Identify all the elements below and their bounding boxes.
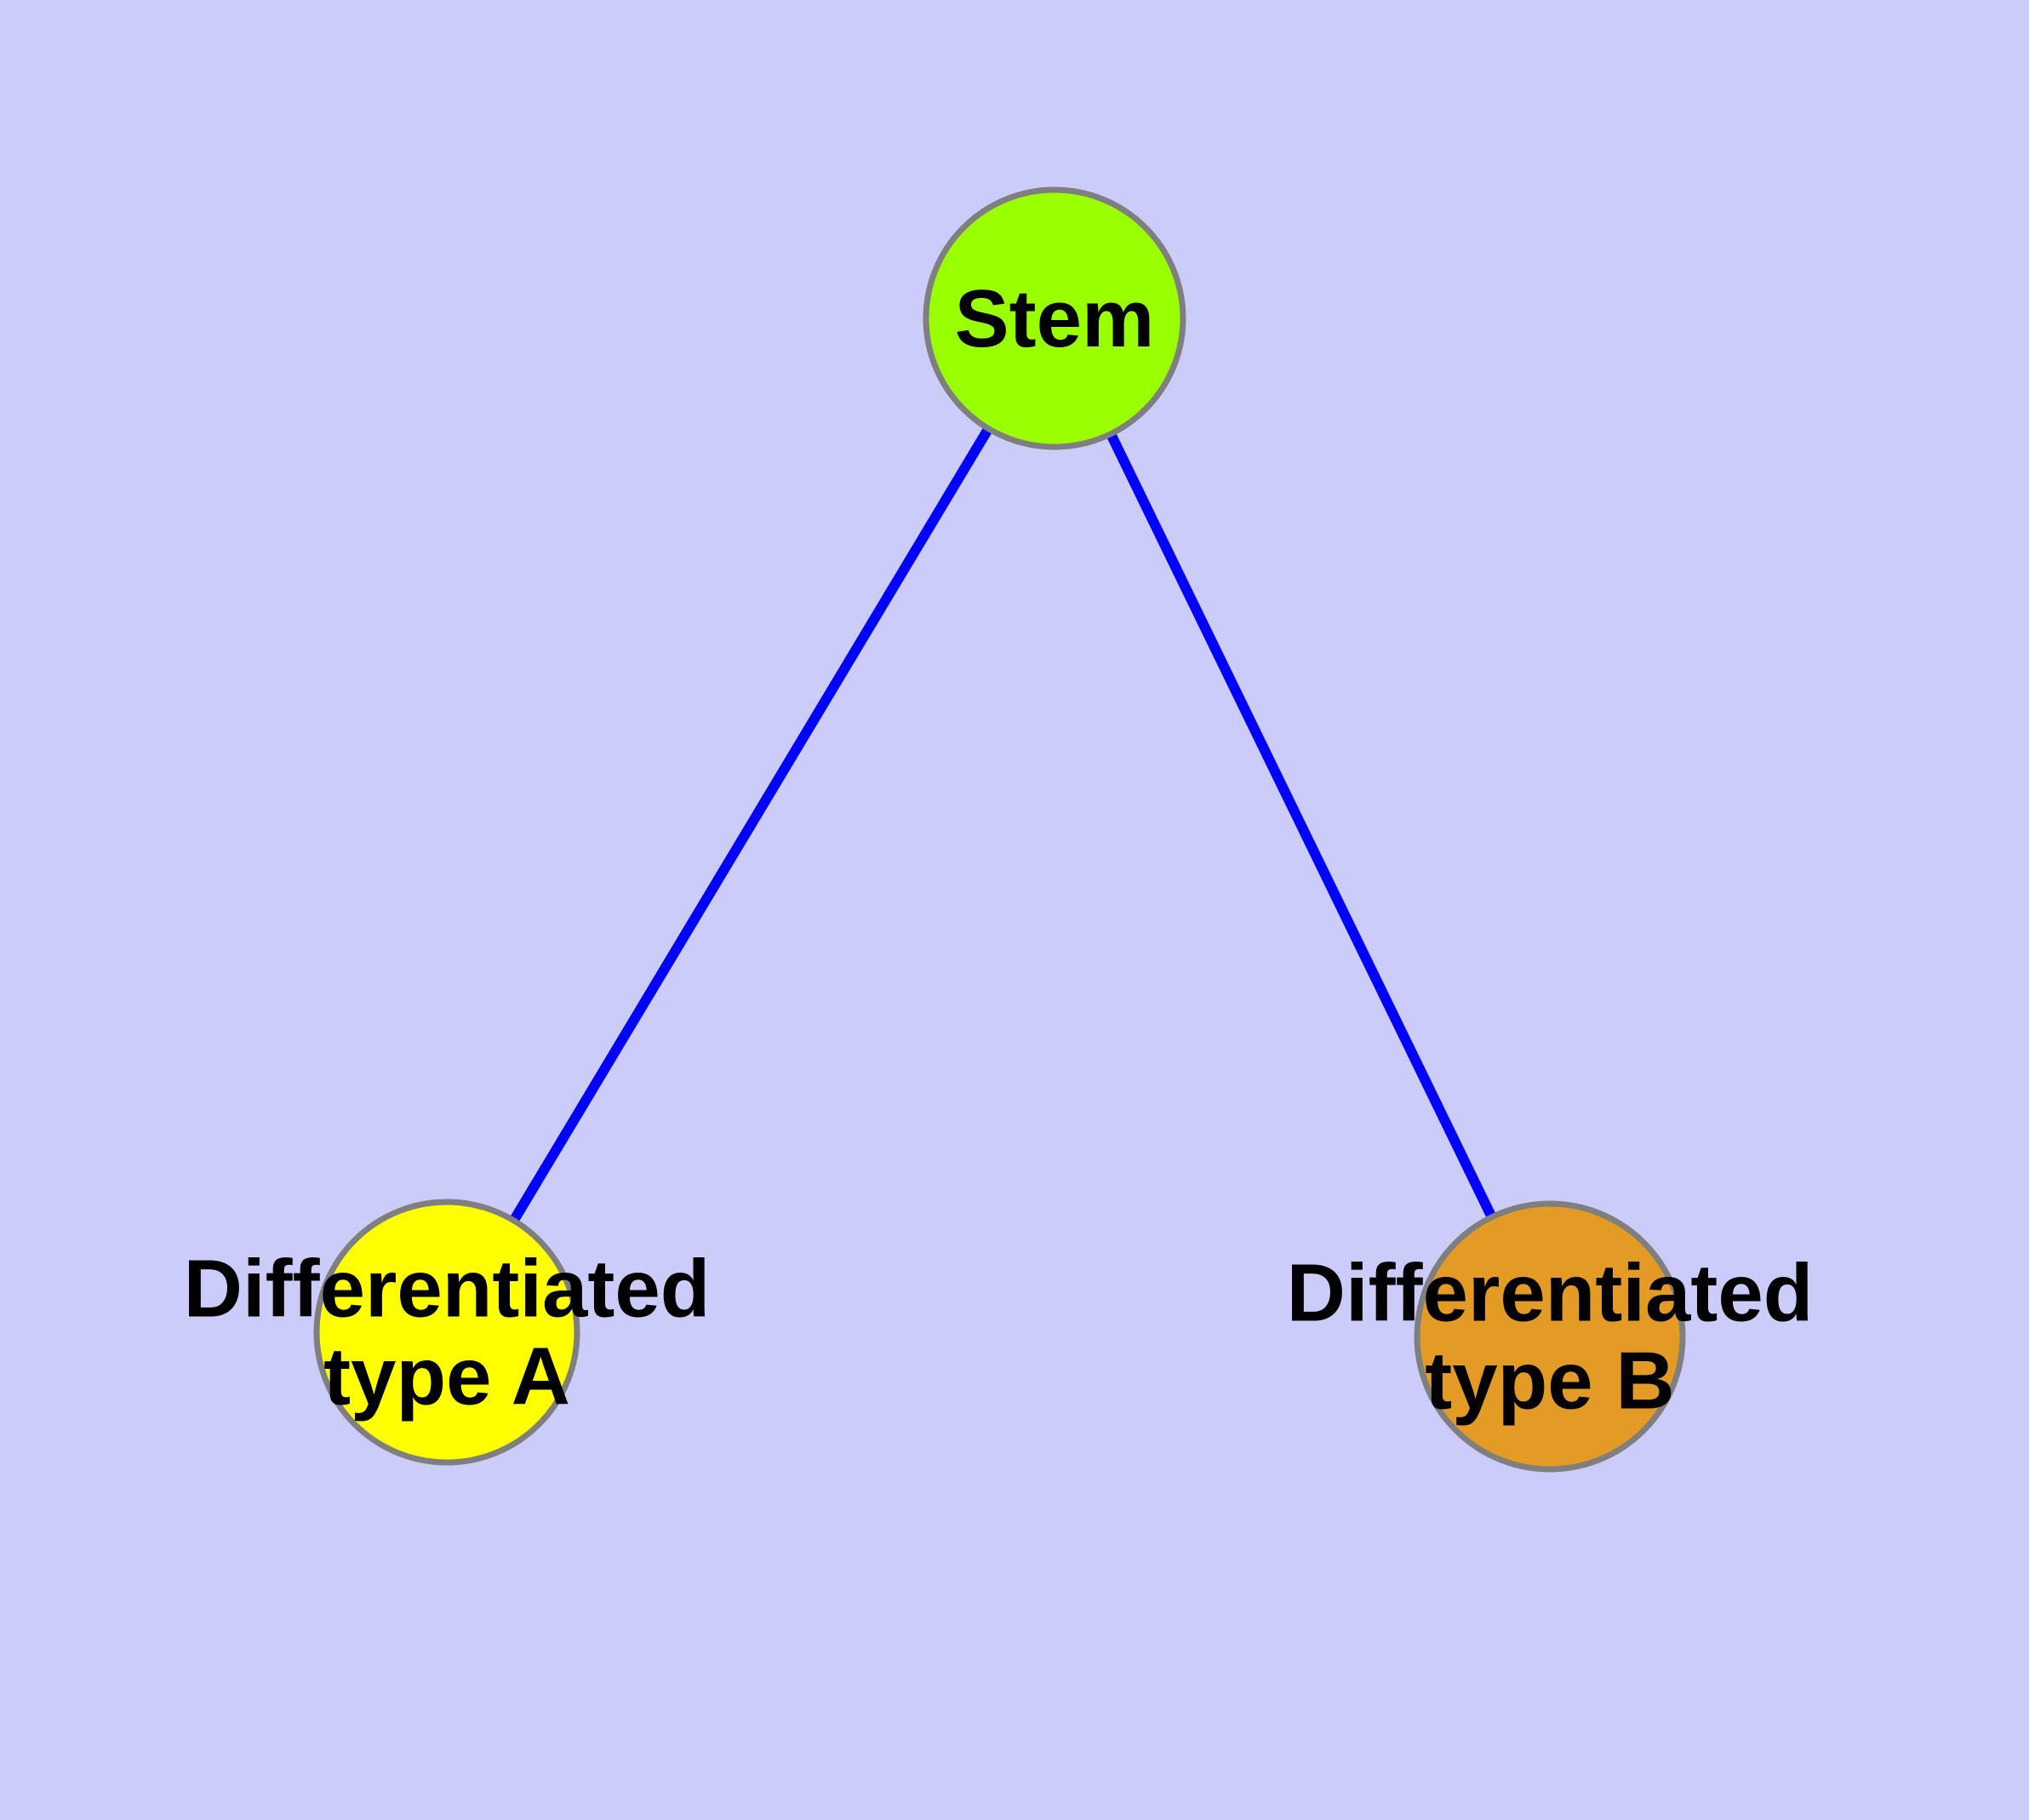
graph-node-diff_a[interactable] [313,1199,580,1466]
graph-node-label-line: Differentiated [1287,1248,1814,1339]
graph-edge-stem-diff_b[interactable] [1104,428,1498,1222]
graph-node-label-line: Differentiated [184,1244,711,1335]
graph-node-label-stem: Stem [955,273,1155,364]
graph-node-label-line: type B [1425,1336,1674,1427]
graph-node-stem[interactable] [923,186,1186,450]
graph-node-label-line: type A [323,1331,570,1422]
graph-edge-stem-diff_a[interactable] [507,422,995,1227]
graph-node-label-line: Stem [955,273,1155,364]
nodes-layer [313,186,1686,1473]
edges-layer [507,422,1498,1227]
graph-node-diff_b[interactable] [1414,1200,1686,1473]
